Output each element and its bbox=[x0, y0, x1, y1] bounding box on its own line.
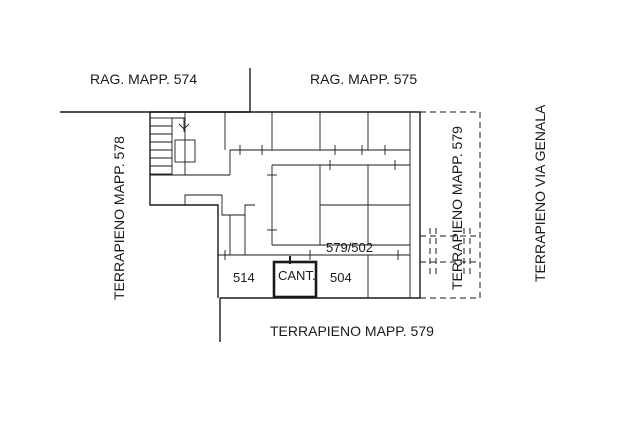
label-terrapieno-578: TERRAPIENO MAPP. 578 bbox=[111, 136, 127, 300]
dashed-boundary bbox=[420, 111, 481, 299]
label-sub-579-502: 579/502 bbox=[326, 240, 373, 255]
internal-walls bbox=[184, 112, 411, 298]
cantina-box bbox=[272, 256, 318, 299]
label-rag-575: RAG. MAPP. 575 bbox=[310, 71, 417, 87]
label-rag-574: RAG. MAPP. 574 bbox=[90, 71, 197, 87]
wall-ticks bbox=[224, 145, 399, 260]
label-terrapieno-579-right: TERRAPIENO MAPP. 579 bbox=[449, 126, 465, 290]
label-terrapieno-via-genala: TERRAPIENO VIA GENALA bbox=[532, 104, 548, 282]
label-terrapieno-579-bottom: TERRAPIENO MAPP. 579 bbox=[270, 323, 434, 339]
staircase bbox=[149, 117, 196, 175]
label-cant: CANT. bbox=[278, 268, 316, 283]
label-sub-514: 514 bbox=[233, 270, 255, 285]
label-sub-504: 504 bbox=[330, 270, 352, 285]
